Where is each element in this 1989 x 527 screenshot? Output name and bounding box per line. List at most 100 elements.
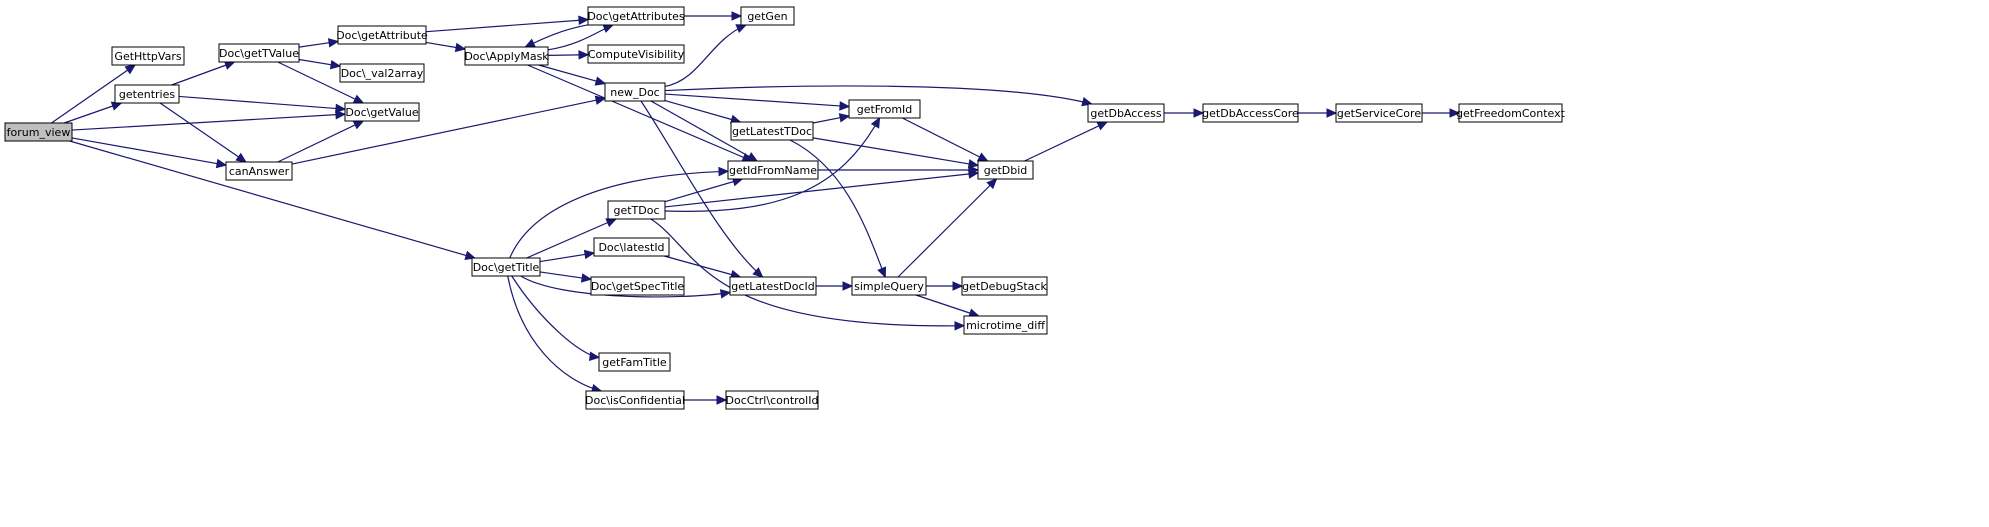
edge-gettdoc-to-getdbid xyxy=(664,169,980,208)
edge-doc-gettvalue-to-doc-getattribute xyxy=(298,38,340,48)
node-box xyxy=(725,390,819,410)
node-label: ComputeVisibility xyxy=(588,48,685,61)
edge-getentries-to-doc-getvalue xyxy=(178,95,347,114)
node-box xyxy=(464,46,549,66)
node-doc-getvalue[interactable]: Doc\getValue xyxy=(344,102,420,122)
node-box xyxy=(585,390,685,410)
node-label: getIdFromName xyxy=(729,164,817,177)
node-box xyxy=(961,276,1048,296)
node-doc-getspectitle[interactable]: Doc\getSpecTitle xyxy=(590,276,685,296)
node-new-doc[interactable]: new_Doc xyxy=(604,82,666,102)
edge-getdbaccess-to-getdbaccesscore xyxy=(1164,108,1205,118)
node-box xyxy=(977,160,1034,180)
node-box xyxy=(598,352,671,372)
edge-gettdoc-to-getidfromname xyxy=(664,177,744,203)
node-doc-applymask[interactable]: Doc\ApplyMask xyxy=(464,46,549,66)
edge-doc-applymask-to-computevisibility xyxy=(547,50,590,60)
node-label: Doc\isConfidential xyxy=(585,394,685,407)
node-getservicecore[interactable]: getServiceCore xyxy=(1335,103,1423,123)
node-box xyxy=(471,257,541,277)
node-getgen[interactable]: getGen xyxy=(740,6,795,26)
node-doc-gettitle[interactable]: Doc\getTitle xyxy=(471,257,541,277)
node-label: Doc\getAttributes xyxy=(587,10,685,23)
node-getdbid[interactable]: getDbid xyxy=(977,160,1034,180)
edge-forum-view-to-gethttpvars xyxy=(51,64,137,124)
node-label: getentries xyxy=(119,88,175,101)
node-simplequery[interactable]: simpleQuery xyxy=(851,276,927,296)
node-label: Doc\getAttribute xyxy=(336,29,428,42)
edge-doc-gettitle-to-getfamtitle xyxy=(511,275,601,361)
node-label: Doc\latestId xyxy=(598,241,664,254)
node-getdebugstack[interactable]: getDebugStack xyxy=(961,276,1048,296)
node-label: simpleQuery xyxy=(854,280,924,293)
node-getidfromname[interactable]: getIdFromName xyxy=(727,160,819,180)
edge-new-doc-to-getfromid xyxy=(664,93,851,111)
node-docctrl-controlid[interactable]: DocCtrl\controlId xyxy=(725,390,819,410)
node-gethttpvars[interactable]: GetHttpVars xyxy=(111,46,185,66)
node-label: microtime_diff xyxy=(966,319,1045,332)
node-label: Doc\getTValue xyxy=(219,47,299,60)
node-label: Doc\getTitle xyxy=(473,261,540,274)
node-cananswer[interactable]: canAnswer xyxy=(225,161,293,181)
node-box xyxy=(114,84,180,104)
node-label: GetHttpVars xyxy=(114,50,181,63)
node-microtime-diff[interactable]: microtime_diff xyxy=(963,315,1048,335)
edge-forum-view-to-doc-getvalue xyxy=(71,109,347,131)
node-box xyxy=(593,237,670,257)
node-getlatesttdoc[interactable]: getLatestTDoc xyxy=(730,121,814,141)
node-box xyxy=(1202,103,1299,123)
node-box xyxy=(1458,103,1563,123)
node-doc-isconfidential[interactable]: Doc\isConfidential xyxy=(585,390,685,410)
edge-doc-applymask-to-new-doc xyxy=(538,64,607,86)
node-box xyxy=(225,161,293,181)
edge-simplequery-to-microtime-diff xyxy=(915,294,980,318)
edge-new-doc-to-getlatesttdoc xyxy=(664,99,742,124)
node-getdbaccess[interactable]: getDbAccess xyxy=(1087,103,1165,123)
edge-cananswer-to-new-doc xyxy=(291,95,607,165)
node-gettdoc[interactable]: getTDoc xyxy=(607,200,666,220)
node-box xyxy=(730,121,814,141)
node-box xyxy=(727,160,819,180)
node-getentries[interactable]: getentries xyxy=(114,84,180,104)
node-doc-getattributes[interactable]: Doc\getAttributes xyxy=(587,6,685,26)
edge-doc-getattributes-to-doc-applymask xyxy=(524,24,589,48)
edge-doc-gettitle-to-doc-latestid xyxy=(539,249,596,263)
node-doc-getattribute[interactable]: Doc\getAttribute xyxy=(336,25,428,45)
node-doc-latestid[interactable]: Doc\latestId xyxy=(593,237,670,257)
edge-simplequery-to-getdebugstack xyxy=(926,281,964,291)
node-computevisibility[interactable]: ComputeVisibility xyxy=(587,44,685,64)
node-doc-val2array[interactable]: Doc\_val2array xyxy=(339,63,425,83)
edge-new-doc-to-getlatestdocid xyxy=(640,100,764,278)
edge-getlatesttdoc-to-getdbid xyxy=(812,137,980,169)
node-label: forum_view xyxy=(7,126,71,139)
node-getdbaccesscore[interactable]: getDbAccessCore xyxy=(1202,103,1299,123)
node-doc-gettvalue[interactable]: Doc\getTValue xyxy=(218,43,300,63)
edge-doc-getattributes-to-getgen xyxy=(684,11,743,21)
node-getfamtitle[interactable]: getFamTitle xyxy=(598,352,671,372)
nodes-layer: forum_view GetHttpVars getentries canAnswer… xyxy=(4,6,1566,410)
edge-doc-gettitle-to-doc-getspectitle xyxy=(539,271,593,283)
node-box xyxy=(339,63,425,83)
node-label: new_Doc xyxy=(610,86,659,99)
node-box xyxy=(1087,103,1165,123)
node-label: getDbAccess xyxy=(1090,107,1161,120)
edge-forum-view-to-doc-gettitle xyxy=(69,140,477,260)
node-box xyxy=(590,276,685,296)
node-getfreedomcontext[interactable]: getFreedomContext xyxy=(1456,103,1566,123)
edge-getlatesttdoc-to-getfromid xyxy=(812,113,851,124)
edge-getdbid-to-getdbaccess xyxy=(1024,121,1109,162)
node-box xyxy=(729,276,817,296)
node-label: getDebugStack xyxy=(962,280,1047,293)
node-label: getFamTitle xyxy=(602,356,667,369)
node-forum-view[interactable]: forum_view xyxy=(4,122,73,142)
node-box xyxy=(604,82,666,102)
node-box xyxy=(587,6,685,26)
node-box xyxy=(1335,103,1423,123)
edge-doc-getattribute-to-doc-getattributes xyxy=(425,15,590,33)
node-label: DocCtrl\controlId xyxy=(726,394,819,407)
node-getfromid[interactable]: getFromId xyxy=(848,99,921,119)
node-getlatestdocid[interactable]: getLatestDocId xyxy=(729,276,817,296)
edge-cananswer-to-doc-getvalue xyxy=(277,120,365,163)
node-label: getTDoc xyxy=(613,204,659,217)
